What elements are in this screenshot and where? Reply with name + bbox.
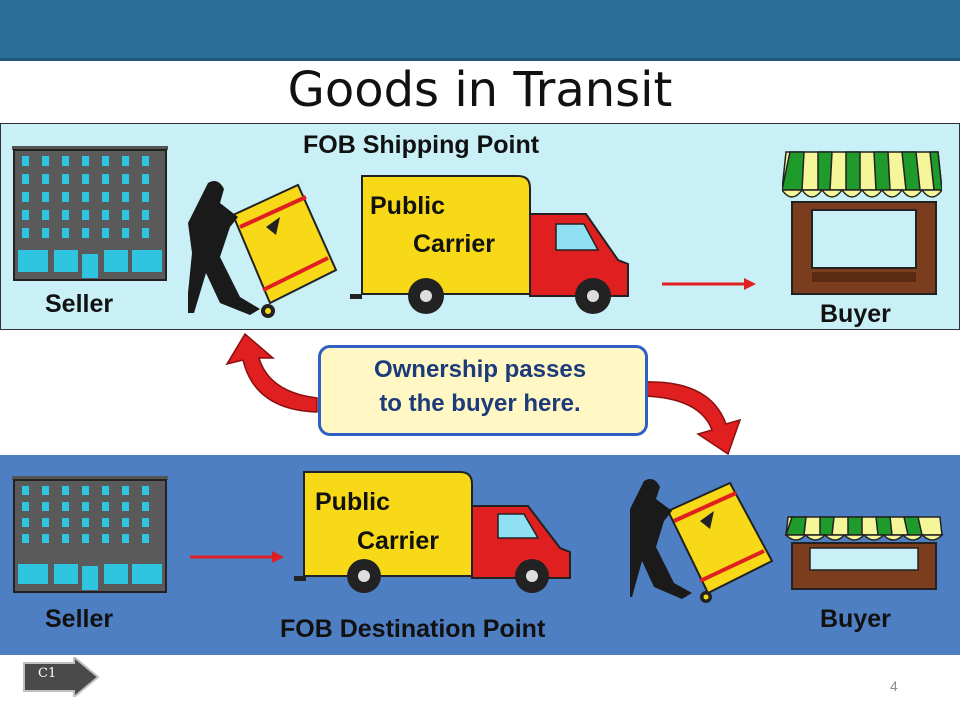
callout-line-2: to the buyer here. [379,390,581,417]
callout-line-1: Ownership passes [373,356,587,383]
seller-label: Seller [45,290,114,318]
truck-icon [350,175,629,314]
right-arrow-icon [662,278,756,290]
building-icon [12,476,168,593]
truck-label-public: Public [370,192,446,220]
curved-arrow-icon [643,381,742,456]
ownership-callout [318,345,648,436]
fob-destination-heading: FOB Destination Point [280,615,546,643]
worker-with-crate-icon [188,181,338,318]
storefront-icon [784,516,944,590]
fob-shipping-heading: FOB Shipping Point [303,131,540,159]
top-bar [0,0,960,61]
seller-label: Seller [45,605,114,633]
slide-title: Goods in Transit [287,62,673,118]
buyer-label: Buyer [820,300,891,328]
truck-icon [294,471,571,593]
curved-arrow-icon [225,332,318,413]
buyer-label: Buyer [820,605,891,633]
c1-nav-arrow[interactable] [22,657,100,697]
truck-label-public: Public [315,488,391,516]
worker-with-crate-icon [630,479,774,603]
ownership-callout-text: Ownership passes to the buyer here. [318,353,642,421]
storefront-icon [782,151,942,295]
page-number: 4 [890,678,898,694]
right-arrow-icon [190,551,284,563]
building-icon [12,146,168,281]
truck-label-carrier: Carrier [357,527,439,555]
c1-label: C1 [38,666,57,681]
truck-label-carrier: Carrier [413,230,495,258]
